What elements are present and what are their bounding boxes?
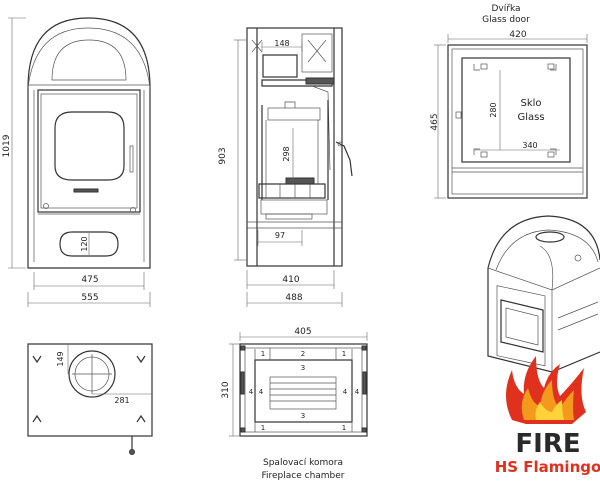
glass-height-dimension: 280 — [489, 102, 498, 117]
brand-name: FIRE — [515, 429, 580, 459]
side-view: 298 148 903 97 410 488 — [218, 27, 353, 307]
door-title-en: Glass door — [482, 15, 530, 25]
top-view: 149 281 — [27, 343, 153, 455]
chamber-part-7: 1 — [261, 424, 265, 432]
glass-width-dimension: 340 — [522, 141, 537, 150]
stove-3d-view — [487, 215, 600, 373]
ash-pan-dimension: 120 — [80, 236, 89, 251]
chamber-part-9: 3 — [301, 412, 305, 420]
chamber-part-11: 4 — [355, 388, 360, 396]
chamber-part-10: 4 — [249, 388, 254, 396]
chamber-part-8: 1 — [342, 424, 346, 432]
door-title-cz: Dvířka — [491, 4, 520, 14]
front-view: 120 1019 475 555 — [2, 17, 151, 307]
chamber-height-dimension: 310 — [221, 381, 231, 398]
chamber-part-5: 3 — [301, 364, 305, 372]
glass-label-en: Glass — [517, 112, 544, 123]
brand-sub: HS Flamingo — [495, 458, 600, 476]
top-flue-side-dimension: 281 — [114, 396, 129, 405]
chamber-caption-en: Fireplace chamber — [261, 471, 344, 481]
side-depth-outer-dimension: 488 — [285, 293, 302, 303]
chamber-width-dimension: 405 — [294, 327, 311, 337]
side-height-dimension: 903 — [218, 147, 228, 164]
brand-logo: FIRE HS Flamingo — [495, 356, 600, 476]
chamber-part-6: 4 — [343, 388, 348, 396]
chamber-part-3: 1 — [342, 350, 346, 358]
glass-label-cz: Sklo — [520, 98, 541, 109]
front-outer-width-dimension: 555 — [81, 293, 98, 303]
chamber-part-4: 4 — [259, 388, 264, 396]
chamber-view: 405 1 2 1 4 3 4 1 1 3 4 4 310 Spalovací … — [221, 327, 368, 481]
side-chamber-height-dimension: 298 — [282, 146, 291, 161]
side-depth-small-dimension: 97 — [275, 231, 285, 240]
side-depth-inner-dimension: 410 — [282, 275, 299, 285]
chamber-part-2: 2 — [301, 350, 305, 358]
front-inner-width-dimension: 475 — [81, 275, 98, 285]
front-height-dimension: 1019 — [2, 134, 12, 157]
door-view: Dvířka Glass door 420 Sklo Glass 280 340… — [430, 4, 588, 199]
door-height-dimension: 465 — [430, 113, 440, 130]
top-flue-offset-dimension: 149 — [56, 351, 65, 366]
side-top-width-dimension: 148 — [274, 39, 289, 48]
chamber-part-1: 1 — [261, 350, 265, 358]
chamber-caption-cz: Spalovací komora — [263, 458, 343, 468]
door-width-dimension: 420 — [509, 30, 526, 40]
